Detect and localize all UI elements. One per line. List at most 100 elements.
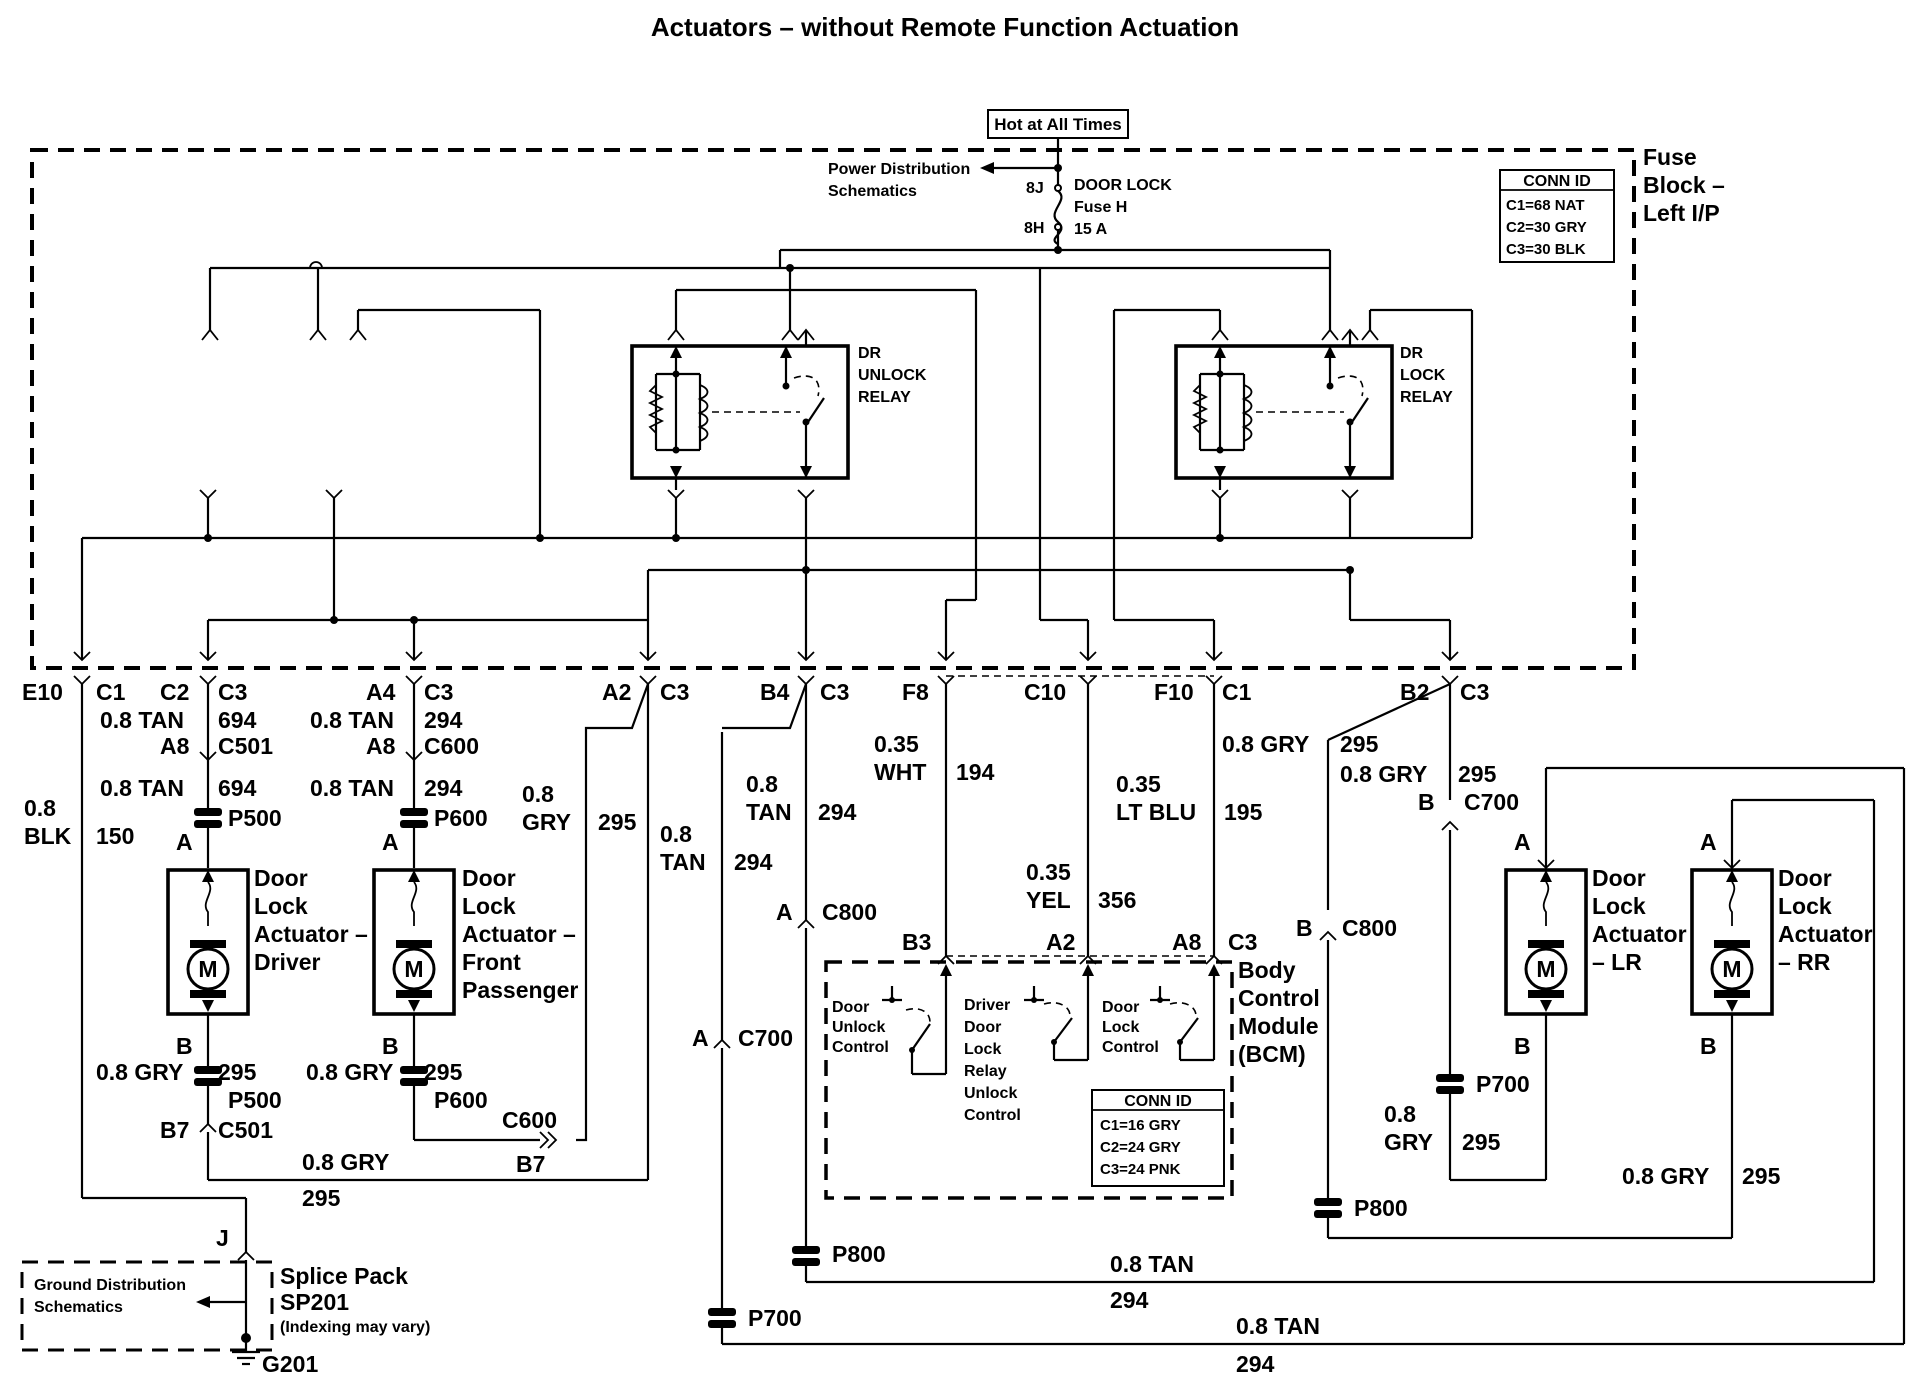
sw-lock-2: Lock [1102,1019,1139,1036]
wire-c10-size: 0.35 [1026,859,1071,885]
sw-unlock-3: Control [832,1039,889,1056]
unlock-relay-label-1: DR [858,345,882,362]
ground-label: G201 [262,1351,318,1377]
pin-c3a: C3 [218,679,247,705]
fb-conn-row3: C3=30 BLK [1506,241,1586,258]
conn-p800-right: P800 [1354,1195,1408,1221]
power-dist-line1: Power Distribution [828,161,970,178]
door-lock-actuator-driver: M [166,868,250,1016]
hot-at-all-times: Hot at All Times [987,109,1129,139]
wire-b2-gry: 0.8 GRY [1222,731,1309,757]
c800-right-pin-b: B [1296,915,1313,941]
wire-drv-gry: 0.8 GRY [96,1059,183,1085]
pin-f8: F8 [902,679,929,705]
wire-a2-color: GRY [522,809,571,835]
wire-e10-circuit: 150 [96,823,134,849]
bcm-label-2: Control [1238,985,1320,1011]
dr-unlock-relay-box [630,344,850,480]
lr-act-label-1: Door [1592,865,1646,891]
body-control-module: B3 A2 A8 C3 Door Unlock Control Driver D… [824,929,1257,1200]
drv-motor-m: M [198,956,217,982]
wire-bus-295: 295 [302,1185,341,1211]
fp-act-label-4: Front [462,949,521,975]
lock-relay-label-1: DR [1400,345,1424,362]
pin-e10: E10 [22,679,63,705]
fp-act-label-2: Lock [462,893,516,919]
sw-unlock-1: Door [832,999,869,1016]
sw-relay-3: Lock [964,1041,1001,1058]
bcm-conn-title: CONN ID [1124,1093,1192,1110]
wire-rr-295: 295 [1742,1163,1781,1189]
drv-pin-b: B [176,1033,193,1059]
conn-drv-a8: A8 [160,733,190,759]
fb-conn-row1: C1=68 NAT [1506,197,1585,214]
conn-fp-p600b: P600 [434,1087,488,1113]
conn-drv-c501: C501 [218,733,273,759]
wire-b4-color: TAN [746,799,792,825]
wire-bottom-tan: 0.8 TAN [1236,1313,1320,1339]
rr-motor-m: M [1722,956,1741,982]
lr-act-label-4: – LR [1592,949,1642,975]
conn-fp-c600: C600 [424,733,479,759]
wire-bottom-294: 294 [1236,1351,1275,1377]
door-lock-actuator-lr: M [1504,868,1588,1016]
wire-drv-size: 0.8 TAN [100,707,184,733]
wire-p700-size: 0.8 [1384,1101,1416,1127]
fuse-id: Fuse H [1074,199,1127,216]
bcm-conn-row1: C1=16 GRY [1100,1117,1181,1134]
splice-label-2: SP201 [280,1289,349,1315]
lr-act-label-3: Actuator [1592,921,1687,947]
splice-pin-j: J [216,1225,229,1251]
sw-relay-4: Relay [964,1063,1007,1080]
wire-center-tan: 0.8 TAN [1110,1251,1194,1277]
fuse-rating: 15 A [1074,221,1108,238]
conn-drv-c501b: C501 [218,1117,273,1143]
wire-center-294: 294 [1110,1287,1149,1313]
rr-act-label-1: Door [1778,865,1832,891]
bcm-pin-c3: C3 [1228,929,1257,955]
ground-dist-1: Ground Distribution [34,1277,186,1294]
bcm-pin-a2: A2 [1046,929,1075,955]
conn-fp-a8: A8 [366,733,396,759]
fb-conn-title: CONN ID [1523,173,1591,190]
drv-pin-a: A [176,829,193,855]
conn-fp-b7: B7 [516,1151,545,1177]
fp-act-label-5: Passenger [462,977,578,1003]
conn-p800-center: P800 [832,1241,886,1267]
sw-relay-1: Driver [964,997,1010,1014]
wire-left-circuit: 294 [734,849,773,875]
wire-e10-size: 0.8 [24,795,56,821]
conn-p700-right: P700 [1476,1071,1530,1097]
wire-drv-295: 295 [218,1059,257,1085]
wire-left-color: TAN [660,849,706,875]
pin-c3c: C3 [660,679,689,705]
wire-f8-circuit: 194 [956,759,995,785]
conn-drv-p500b: P500 [228,1087,282,1113]
wire-f10-color: LT BLU [1116,799,1196,825]
door-lock-fuse [1053,168,1063,250]
unlock-relay-label-2: UNLOCK [858,367,927,384]
ground-dist-2: Schematics [34,1299,123,1316]
drv-act-label-3: Actuator – [254,921,368,947]
rr-act-label-2: Lock [1778,893,1832,919]
wire-bus-gry: 0.8 GRY [302,1149,389,1175]
splice-note: (Indexing may vary) [280,1319,430,1336]
wire-fp-circuit2: 294 [424,775,463,801]
fuse-block-conn-id: CONN ID C1=68 NAT C2=30 GRY C3=30 BLK [1499,169,1615,263]
fp-pin-a: A [382,829,399,855]
wire-fp-circuit: 294 [424,707,463,733]
lr-pin-b: B [1514,1033,1531,1059]
wire-c10-color: YEL [1026,887,1071,913]
fuse-block-label-1: Fuse [1643,144,1697,170]
wire-rr-gry: 0.8 GRY [1622,1163,1709,1189]
bcm-pin-a8: A8 [1172,929,1202,955]
drv-act-label-4: Driver [254,949,321,975]
wire-c10-circuit: 356 [1098,887,1136,913]
wire-p700-circuit: 295 [1462,1129,1501,1155]
pin-a4: A4 [366,679,396,705]
wire-f8-color: WHT [874,759,926,785]
fuse-block-label-2: Block – [1643,172,1725,198]
sw-lock-3: Control [1102,1039,1159,1056]
c800-pin-a: A [776,899,793,925]
pin-c10: C10 [1024,679,1066,705]
